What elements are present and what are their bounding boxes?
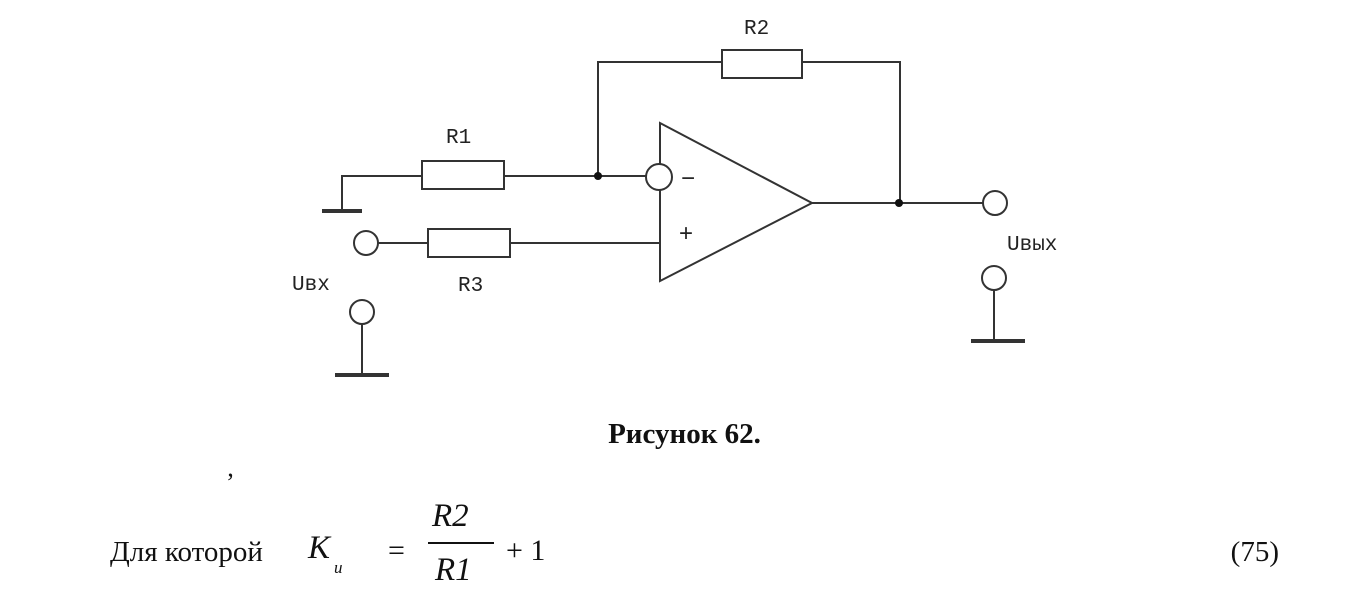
input-ground-terminal: [349, 299, 375, 325]
fraction-numerator: R2: [432, 498, 469, 534]
fraction-denominator: R1: [435, 552, 472, 588]
formula-lead-text: Для которой: [110, 536, 263, 568]
label-uin: Uвх: [292, 274, 330, 297]
resistor-r1: [421, 160, 505, 190]
label-r2: R2: [744, 18, 769, 41]
wire-r1-ground: [341, 175, 422, 209]
input-terminal: [353, 230, 379, 256]
fraction-bar: [428, 542, 494, 544]
output-terminal: [982, 190, 1008, 216]
junction-dot-feedback: [594, 172, 602, 180]
wire-feedback-left: [597, 61, 722, 176]
wire-feedback-right: [802, 61, 901, 203]
op-amp-circuit-diagram: R1 R2 R3 − + Uвх Uвых: [292, 18, 1057, 377]
stray-mark: ʼ: [226, 468, 235, 497]
equation-number: (75): [1230, 536, 1279, 568]
gain-subscript: u: [334, 558, 343, 577]
label-plus: +: [679, 220, 693, 247]
output-ground-terminal: [981, 265, 1007, 291]
label-uout: Uвых: [1007, 234, 1057, 257]
junction-dot-output: [895, 199, 903, 207]
gain-symbol: K: [308, 530, 331, 566]
resistor-r2: [721, 49, 803, 79]
op-amp-triangle: [659, 121, 815, 283]
figure-caption: Рисунок 62.: [608, 418, 761, 450]
inverting-input-terminal: [645, 163, 673, 191]
equals-sign: =: [388, 534, 405, 567]
label-r1: R1: [446, 127, 471, 150]
label-minus: −: [681, 165, 695, 192]
label-r3: R3: [458, 275, 483, 298]
resistor-r3: [427, 228, 511, 258]
formula-tail: + 1: [506, 534, 546, 567]
